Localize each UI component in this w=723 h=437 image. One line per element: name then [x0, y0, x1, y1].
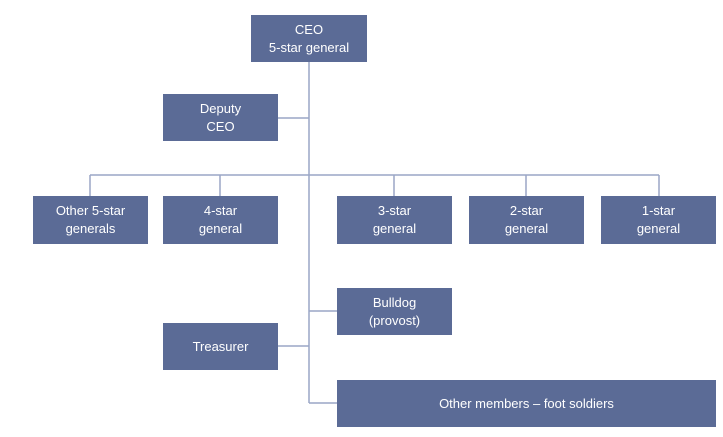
treasurer-box: Treasurer: [163, 323, 278, 370]
1-star-line1: 1-star: [641, 203, 676, 218]
1-star-line2: general: [636, 221, 681, 236]
1-star-general-box: 1-star general: [601, 196, 716, 244]
bulldog-subtitle: (provost): [368, 312, 421, 328]
2-star-line1: 2-star: [509, 203, 544, 218]
treasurer-title: Treasurer: [192, 338, 249, 354]
other-5-star-line1: Other 5-star: [55, 203, 126, 218]
foot-soldiers-title: Other members – foot soldiers: [439, 395, 614, 411]
4-star-line1: 4-star: [203, 203, 238, 218]
2-star-general-box: 2-star general: [469, 196, 584, 244]
bulldog-box: Bulldog (provost): [337, 288, 452, 335]
other-5-star-line2: generals: [65, 221, 116, 236]
4-star-line2: general: [198, 221, 243, 236]
foot-soldiers-box: Other members – foot soldiers: [337, 380, 716, 427]
2-star-line2: general: [504, 221, 549, 236]
deputy-subtitle: CEO: [206, 118, 235, 134]
deputy-ceo-box: Deputy CEO: [163, 94, 278, 141]
ceo-box: CEO 5-star general: [251, 15, 367, 62]
bulldog-title: Bulldog: [372, 294, 417, 310]
ceo-rank: 5-star general: [268, 39, 350, 55]
4-star-general-box: 4-star general: [163, 196, 278, 244]
other-5-star-generals-box: Other 5-star generals: [33, 196, 148, 244]
ceo-title: CEO: [294, 21, 324, 37]
3-star-line2: general: [372, 221, 417, 236]
deputy-title: Deputy: [199, 100, 242, 116]
3-star-line1: 3-star: [377, 203, 412, 218]
3-star-general-box: 3-star general: [337, 196, 452, 244]
